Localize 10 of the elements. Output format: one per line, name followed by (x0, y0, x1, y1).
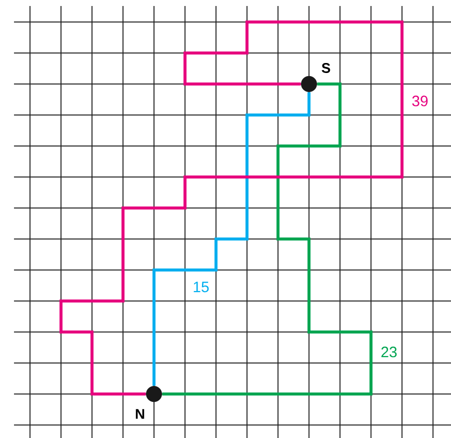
path-length-label: 15 (194, 282, 209, 292)
path-line (152, 92, 310, 386)
path-length-label: 39 (412, 96, 428, 106)
path-length-label: 23 (381, 346, 397, 358)
point-label: S (322, 63, 330, 73)
path-line (60, 20, 404, 396)
point-label: N (136, 409, 144, 419)
point-dot (301, 76, 317, 92)
point-dot (146, 386, 162, 402)
path-line (162, 82, 372, 396)
